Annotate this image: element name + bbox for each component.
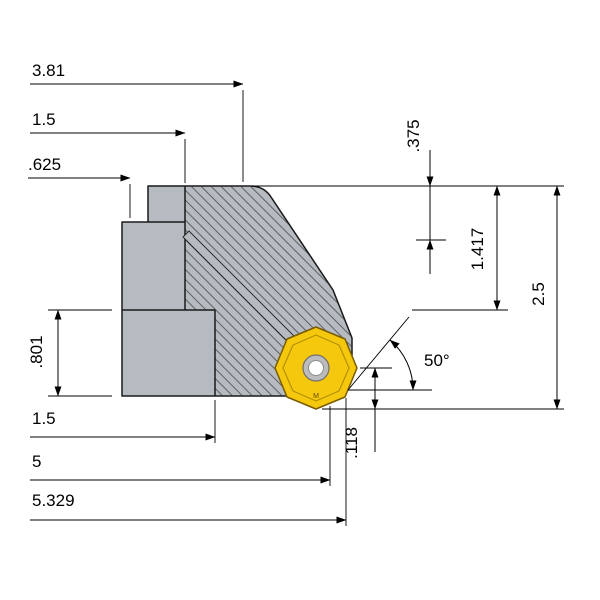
dim-label-flange-height: .801 <box>27 335 46 368</box>
dim-side-depth: 1.417 <box>412 185 508 311</box>
dim-label-upper-width: 1.5 <box>32 110 56 129</box>
dim-flange-height: .801 <box>27 309 112 397</box>
dim-upper-width: 1.5 <box>30 110 186 183</box>
dim-label-cut-diameter: 5.329 <box>32 491 75 510</box>
dim-label-step-width: .625 <box>28 155 61 174</box>
dim-lead-angle: 50° <box>347 316 450 391</box>
dim-label-lower-width: 1.5 <box>32 409 56 428</box>
dim-label-cut-width: 5 <box>32 452 41 471</box>
dim-label-top-depth: .375 <box>404 119 423 152</box>
insert-screw-hole <box>308 360 324 376</box>
dim-lower-width: 1.5 <box>30 400 216 443</box>
dim-label-overall-width: 3.81 <box>32 61 65 80</box>
dim-label-tip-offset: .118 <box>342 427 361 459</box>
dim-label-side-depth: 1.417 <box>468 228 487 271</box>
dim-label-overall-height: 2.5 <box>529 282 548 306</box>
angle-arc <box>389 339 408 363</box>
dim-cut-diameter: 5.329 <box>30 398 347 526</box>
dim-top-depth: .375 <box>404 119 446 274</box>
dim-label-lead-angle: 50° <box>424 351 450 370</box>
insert-marking: M <box>313 393 319 400</box>
dim-step-width: .625 <box>28 155 131 218</box>
angle-arc <box>406 362 417 391</box>
carbide-insert: M <box>274 326 358 410</box>
dim-overall-height: 2.5 <box>529 185 561 410</box>
dim-tip-offset: .118 <box>342 367 392 459</box>
dim-cut-width: 5 <box>30 406 331 486</box>
dim-overall-width: 3.81 <box>30 61 244 182</box>
angle-leg-inclined <box>347 316 410 391</box>
insert-inner-edge <box>282 334 350 402</box>
